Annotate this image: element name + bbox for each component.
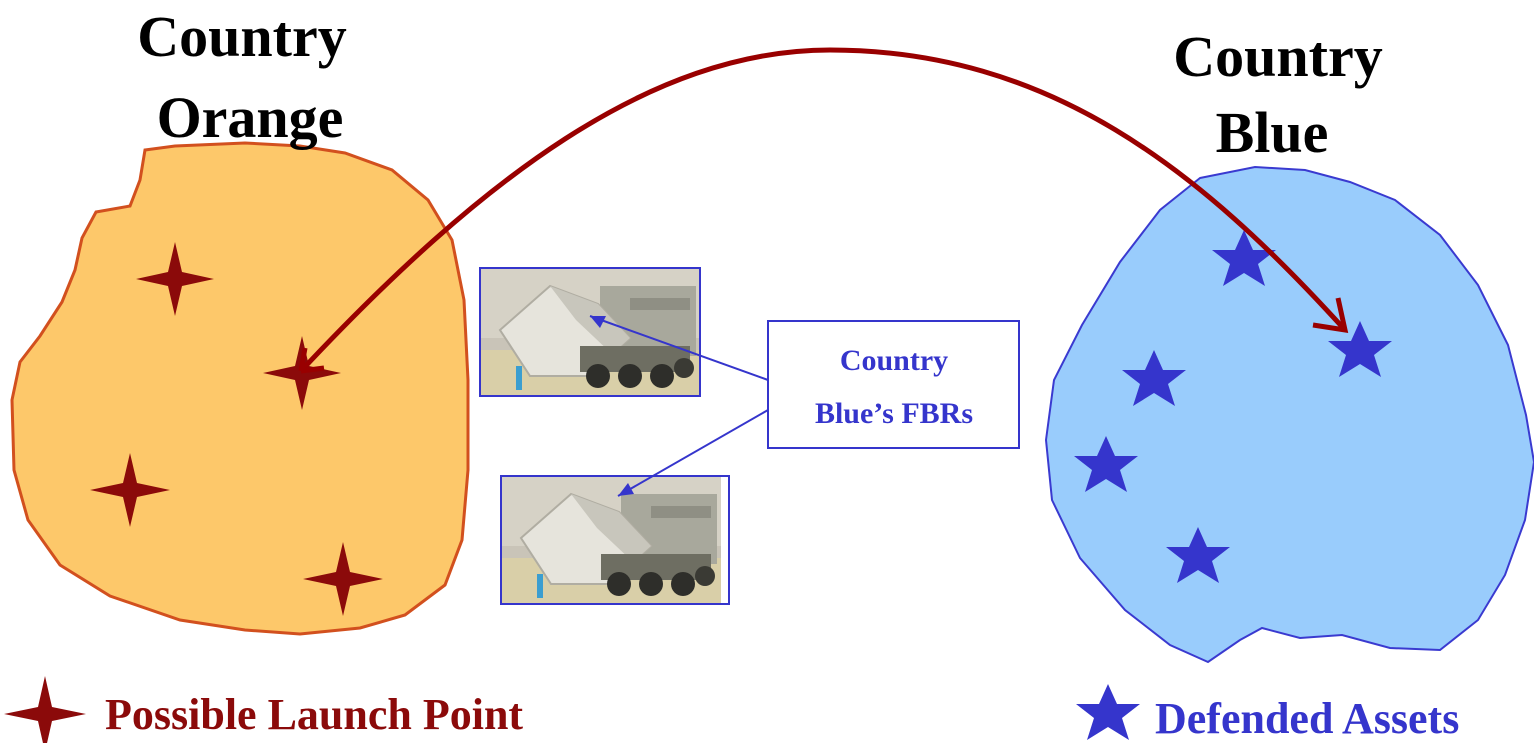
callout-pointer-bottom-arrowhead (618, 483, 634, 496)
country-orange-title-line1: Country (137, 4, 346, 69)
trajectory-arrowhead-target (1312, 297, 1349, 334)
trajectory-arrowhead-origin (298, 347, 325, 374)
country-blue-title-line2: Blue (1216, 100, 1329, 165)
legend-launch-point-icon (4, 676, 86, 743)
radar-photo-bottom (500, 475, 730, 605)
country-blue-title-line1: Country (1173, 24, 1382, 89)
fbr-callout-line1: Country (840, 344, 948, 377)
fbr-callout-box (767, 320, 1020, 449)
callout-pointer-top-arrowhead (590, 316, 606, 328)
legend-defended-asset-icon (1076, 684, 1140, 740)
defended-asset-icon (1074, 436, 1138, 492)
legend-defended-assets-label: Defended Assets (1155, 694, 1459, 743)
defended-asset-icon (1166, 527, 1230, 583)
country-orange-region (10, 141, 470, 636)
radar-photo-top (479, 267, 701, 397)
defended-asset-icon (1328, 321, 1392, 377)
launch-point-icon (90, 453, 170, 527)
trajectory-arc (299, 47, 1347, 373)
launch-point-icon (136, 242, 214, 316)
legend-launch-point-label: Possible Launch Point (105, 690, 523, 739)
fbr-callout-line2: Blue’s FBRs (815, 397, 973, 430)
country-orange-title-line2: Orange (157, 85, 344, 150)
defended-asset-icon (1122, 350, 1186, 406)
country-blue-region (1044, 165, 1534, 664)
callout-pointer-bottom (617, 409, 769, 497)
launch-point-icon (303, 542, 383, 616)
defended-asset-icon (1212, 230, 1276, 286)
callout-pointer-top (589, 315, 769, 381)
